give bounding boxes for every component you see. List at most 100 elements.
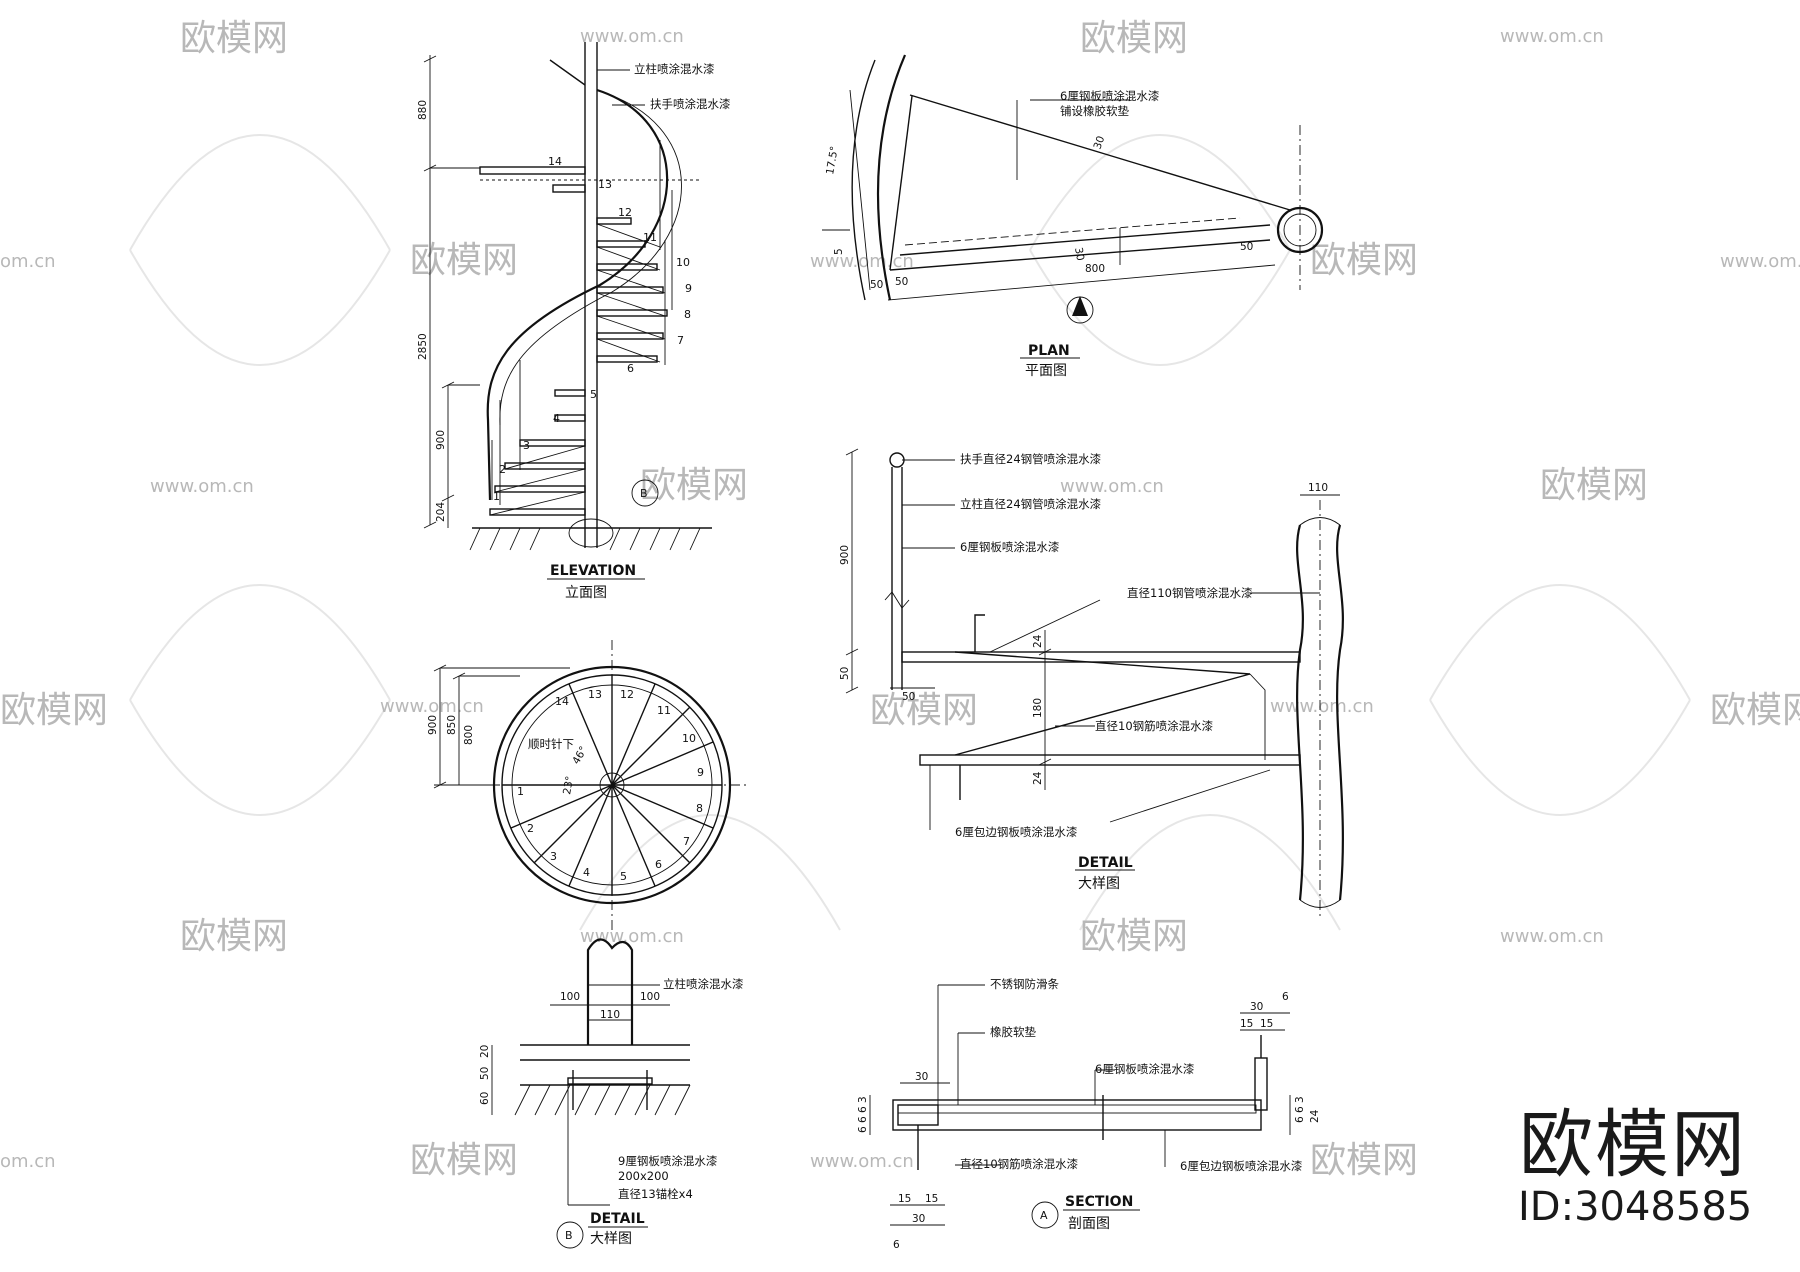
plan-subtitle: 平面图 [1025, 363, 1067, 379]
dim-label: 50 [902, 691, 915, 703]
step-number: 5 [620, 870, 627, 883]
step-number: 7 [683, 835, 690, 848]
dim-label: 800 [463, 725, 475, 745]
watermark-url: www.om.cn [580, 26, 684, 47]
watermark-url: www.om.cn [1500, 926, 1604, 947]
callout-a: A [1040, 1209, 1048, 1222]
base-dimensions [491, 1004, 670, 1115]
dim-label: 30 [915, 1071, 928, 1083]
dim-label: 3 [1294, 1096, 1306, 1103]
dim-label: 2850 [417, 333, 429, 360]
dim-label: 180 [1032, 698, 1044, 718]
step-number: 14 [548, 155, 562, 168]
ground-hatch [469, 527, 701, 551]
step-number: 12 [618, 206, 632, 219]
section-note-rebar: 直径10钢筋喷涂混水漆 [960, 1157, 1078, 1171]
watermark-url: www.om.cn [1720, 251, 1800, 272]
watermark-logo: 欧模网 [180, 18, 288, 59]
step-number: 14 [555, 695, 569, 708]
base-note-bolt: 直径13锚栓x4 [618, 1187, 693, 1201]
tread-rays [502, 675, 722, 895]
base-detail-view: 立柱喷涂混水漆 9厘钢板喷涂混水漆 200x200 直径13锚栓x4 100 1… [479, 938, 744, 1249]
watermark-url: www.om.cn [1060, 476, 1164, 497]
section-note-strip: 不锈钢防滑条 [990, 977, 1059, 991]
section-note-plate: 6厘钢板喷涂混水漆 [1095, 1062, 1194, 1076]
callout-a: A [1075, 304, 1083, 317]
dim-label: 24 [1032, 771, 1044, 785]
plan-note-2: 铺设橡胶软垫 [1060, 104, 1129, 118]
dim-label: 15 [1240, 1018, 1253, 1030]
step-number: 10 [676, 256, 690, 269]
step-number: 11 [657, 704, 671, 717]
rail-dimensions [845, 448, 1340, 790]
dim-label: 24 [1309, 1109, 1321, 1123]
rail-note-pipe: 直径110钢管喷涂混水漆 [1127, 586, 1252, 600]
stair-treads [489, 184, 668, 516]
dim-label: 60 [479, 1092, 491, 1105]
step-number: 4 [583, 866, 590, 879]
baluster-lines [491, 140, 673, 505]
watermark-url: www.om.cn [1270, 696, 1374, 717]
section-title: SECTION [1065, 1194, 1133, 1210]
elevation-view: 1 2 3 4 5 6 7 8 9 10 11 12 13 14 立柱喷涂混水漆… [417, 42, 731, 601]
watermark-url: om.cn [0, 251, 56, 272]
dim-label: 30 [1092, 134, 1108, 151]
base-note-plate-size: 200x200 [618, 1169, 669, 1183]
dim-label: 100 [560, 991, 580, 1003]
concrete-hatch [514, 1084, 691, 1116]
watermark-url: www.om.cn [1500, 26, 1604, 47]
watermark-logo: 欧模网 [870, 690, 978, 731]
dim-label: 17.5° [824, 145, 841, 175]
dim-label: 110 [600, 1009, 620, 1021]
watermark-url: www.om.cn [150, 476, 254, 497]
dim-label: 6 [1294, 1116, 1306, 1123]
round-plan-view: 1 2 3 4 5 6 7 8 9 10 11 12 13 14 顺时针下 23… [427, 640, 750, 930]
step-number: 13 [588, 688, 602, 701]
angle-label: 23° [561, 775, 576, 795]
dim-label: 900 [427, 715, 439, 735]
rail-note-plate: 6厘钢板喷涂混水漆 [960, 540, 1059, 554]
dim-label: 6 [1294, 1106, 1306, 1113]
section-view: 不锈钢防滑条 橡胶软垫 6厘钢板喷涂混水漆 直径10钢筋喷涂混水漆 6厘包边钢板… [857, 977, 1321, 1251]
watermark-logo: 欧模网 [0, 690, 108, 731]
round-dimensions [433, 664, 570, 789]
dim-label: 50 [839, 667, 851, 680]
callout-b: B [565, 1229, 573, 1242]
base-note-post: 立柱喷涂混水漆 [663, 977, 744, 991]
dim-label: 880 [417, 100, 429, 120]
watermark-logo: 欧模网 [180, 916, 288, 957]
dim-label: 6 [857, 1116, 869, 1123]
brand-name: 欧模网 [1519, 1102, 1747, 1188]
watermark-url: www.om.cn [810, 251, 914, 272]
dim-label: 50 [479, 1067, 491, 1080]
watermark-logo: 欧模网 [1710, 690, 1800, 731]
rail-detail-title: DETAIL [1078, 855, 1133, 871]
elevation-note-rail: 扶手喷涂混水漆 [650, 97, 731, 111]
elevation-note-post: 立柱喷涂混水漆 [634, 62, 715, 76]
dim-label: 6 [857, 1106, 869, 1113]
rail-note-handrail: 扶手直径24钢管喷涂混水漆 [960, 452, 1101, 466]
plan-title: PLAN [1028, 343, 1070, 359]
rail-note-rebar: 直径10钢筋喷涂混水漆 [1095, 719, 1213, 733]
step-number: 2 [527, 822, 534, 835]
dim-label: 900 [435, 430, 447, 450]
section-note-edge: 6厘包边钢板喷涂混水漆 [1180, 1159, 1302, 1173]
dim-label: 50 [1240, 241, 1253, 253]
dim-label: 15 [925, 1193, 938, 1205]
step-number: 2 [499, 463, 506, 476]
rail-detail-subtitle: 大样图 [1078, 876, 1120, 892]
step-number: 13 [598, 178, 612, 191]
rail-note-baluster: 立柱直径24钢管喷涂混水漆 [960, 497, 1101, 511]
dim-label: 900 [839, 545, 851, 565]
base-note-plate: 9厘钢板喷涂混水漆 [618, 1154, 717, 1168]
dim-label: 30 [912, 1213, 925, 1225]
plan-note-1: 6厘钢板喷涂混水漆 [1060, 89, 1159, 103]
step-number: 11 [643, 231, 657, 244]
section-dimensions [869, 1012, 1291, 1226]
elevation-subtitle: 立面图 [565, 585, 607, 601]
dim-label: 110 [1308, 482, 1328, 494]
step-number: 3 [550, 850, 557, 863]
step-number: 5 [590, 388, 597, 401]
section-subtitle: 剖面图 [1068, 1216, 1110, 1232]
